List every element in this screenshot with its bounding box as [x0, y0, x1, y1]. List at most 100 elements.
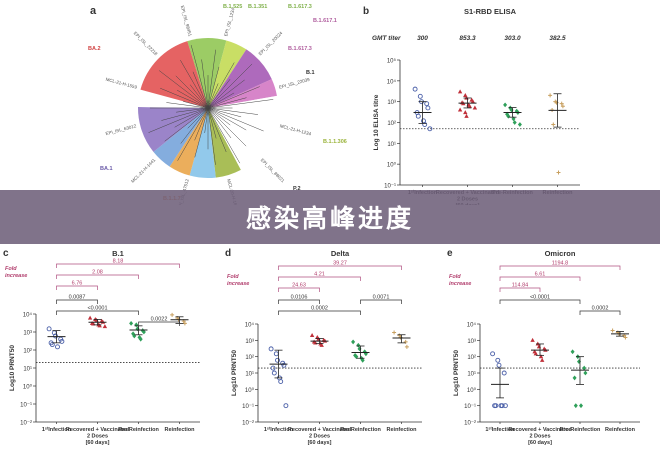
tree-clade-label: B.1.351 [248, 4, 267, 10]
data-point [351, 339, 356, 345]
tree-branch [176, 107, 209, 113]
tree-branch [207, 107, 231, 126]
y-tick-label: 10⁻² [464, 421, 476, 427]
y-tick-label: 10⁻² [20, 421, 32, 427]
banner: 感染高峰进度 [0, 190, 660, 244]
y-axis-label: Log10 PRNT50 [9, 345, 16, 391]
p-value-bracket [278, 299, 320, 304]
fold-bracket [56, 274, 139, 279]
data-point [49, 342, 55, 348]
tree-tip-label: EPI_ISL_20024 [257, 30, 283, 56]
y-tick-label: 10¹ [245, 372, 254, 378]
y-tick-label: 10⁰ [245, 387, 255, 394]
fold-bracket [499, 287, 541, 292]
data-point [422, 122, 428, 127]
data-point [540, 357, 545, 362]
tree-clade-label: B.1.617.1 [313, 18, 337, 24]
data-point [551, 122, 556, 127]
data-point [415, 113, 421, 119]
p-value-label: 0.0087 [69, 295, 86, 301]
y-axis-label: Log10 PRNT50 [231, 350, 238, 396]
chart-title: B.1 [112, 249, 124, 258]
tree-branch [164, 107, 209, 142]
tree-tip-label: MCL-21-H-1559 [105, 77, 138, 90]
data-point [427, 126, 433, 132]
y-tick-label: 10² [387, 121, 396, 127]
data-point [577, 359, 581, 364]
tree-branch [161, 107, 209, 121]
data-point [559, 101, 564, 106]
tree-clade-label: BA.1 [100, 166, 113, 172]
p-value-label: 0.0071 [373, 295, 390, 301]
tree-branch [194, 107, 209, 141]
banner-title: 感染高峰进度 [245, 204, 414, 233]
y-tick-label: 10⁰ [467, 387, 477, 394]
tree-branch [194, 107, 209, 158]
gmt-header-label: GMT titer [372, 35, 401, 42]
data-point [353, 352, 358, 358]
data-point [623, 335, 628, 340]
tree-branch [207, 63, 253, 109]
data-point [538, 354, 544, 359]
tree-branch [148, 107, 209, 133]
data-point [467, 103, 472, 108]
y-tick-label: 10⁻² [242, 421, 254, 427]
fold-bracket [278, 287, 320, 292]
data-point [138, 336, 143, 342]
data-point [470, 99, 476, 104]
data-point [512, 120, 517, 125]
data-point [610, 328, 615, 333]
tree-branch [180, 107, 209, 144]
x-tick-label: 1ˢᵗInfection [485, 426, 515, 433]
data-point [356, 342, 361, 348]
fold-increase-label: increase [5, 273, 27, 279]
tree-clade-sector [189, 108, 216, 178]
data-point [129, 321, 134, 326]
y-axis-label: Log10 PRNT50 [453, 350, 460, 396]
tree-branch [182, 101, 209, 109]
p-value-label: 0.0002 [592, 306, 609, 312]
gmt-value: 853.3 [459, 35, 476, 42]
tree-branch [192, 71, 209, 109]
tree-branch [166, 102, 209, 109]
tree-branch [207, 92, 235, 109]
gmt-value: 300 [417, 35, 428, 42]
data-point [132, 333, 137, 339]
p-value-label: 0.0106 [291, 295, 308, 301]
fold-bracket [499, 265, 621, 270]
tree-branch [207, 99, 274, 109]
tree-branch [177, 107, 209, 161]
x-tick-label: Pre-Reinfection [118, 427, 159, 433]
tree-branch [207, 78, 231, 109]
data-point [102, 324, 108, 329]
fold-increase-label: Fold [5, 266, 17, 272]
y-tick-label: 10⁻¹ [242, 404, 254, 410]
data-point [517, 122, 522, 127]
p-value-bracket [56, 310, 139, 315]
gmt-value: 382.5 [549, 35, 566, 42]
tree-branch [189, 84, 209, 109]
tree-branch [207, 107, 217, 139]
tree-branch [207, 79, 245, 109]
data-point [464, 113, 469, 118]
tree-branch [207, 107, 247, 131]
data-point [134, 322, 139, 328]
data-point [281, 362, 287, 368]
data-point [556, 170, 561, 175]
y-tick-label: 10⁻¹ [464, 404, 476, 410]
y-tick-label: 10⁰ [23, 384, 33, 391]
y-tick-label: 10² [467, 355, 476, 361]
tree-clade-label: BA.2 [88, 46, 101, 52]
p-value-bracket [360, 299, 402, 304]
fold-increase-label: increase [227, 281, 249, 287]
data-point [511, 116, 516, 122]
data-point [46, 326, 52, 332]
